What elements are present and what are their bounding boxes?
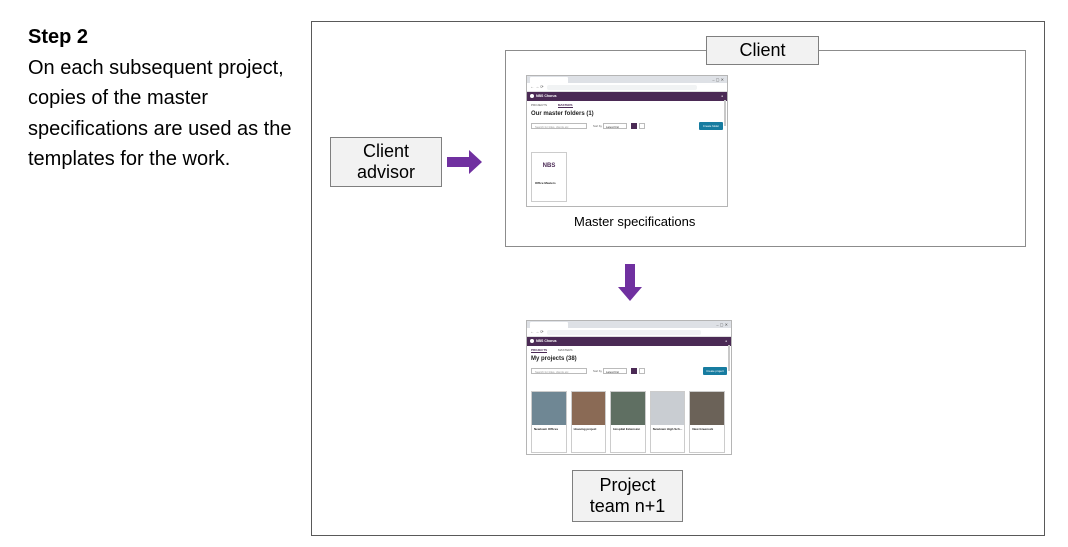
create-project-button: Create project [703,367,727,375]
client-advisor-line2: advisor [356,162,416,182]
browser-tabbar: – ▢ ✕ [527,76,727,83]
folder-name: Office Masters [535,181,556,185]
scrollbar [728,345,730,371]
app-subnav: PROJECTS MASTERS [527,101,727,109]
browser-urlbar: ← → ⟳ [527,328,731,337]
sort-select: Latest first [603,368,627,374]
project-image [571,392,606,425]
search-input: Search for titles, clients etc [531,123,587,129]
project-card: Housing project [570,391,607,453]
client-advisor-line1: Client [362,141,410,161]
projects-screenshot: – ▢ ✕ ← → ⟳ NBS Chorus ● PROJECTS MASTER… [526,320,732,455]
step-description: Step 2 On each subsequent project, copie… [28,22,298,175]
tab-projects: PROJECTS [531,103,548,107]
project-card: New Greenock [689,391,725,453]
app-bar: NBS Chorus ● [527,92,727,101]
app-bar: NBS Chorus ● [527,337,731,346]
projects-toolbar: Search for titles, clients etc Sort by L… [527,367,731,377]
master-toolbar: Search for titles, clients etc Sort by L… [527,122,727,132]
project-team-label: Project team n+1 [572,470,683,522]
project-image [611,392,645,425]
sort-label: Sort by [593,369,602,373]
user-menu-icon: ● [721,94,723,98]
project-card: Hospital Extension [610,391,646,453]
arrow-right-icon [447,150,482,174]
client-label-text: Client [739,40,786,60]
folder-card: NBS Office Masters [531,152,567,202]
window-controls: – ▢ ✕ [716,322,728,327]
url-field [547,329,701,335]
sort-select: Latest first [603,123,627,129]
client-advisor-label: Client advisor [330,137,442,187]
client-label: Client [706,36,819,65]
app-name: NBS Chorus [536,94,557,98]
browser-tab [530,77,568,83]
project-team-line2: team n+1 [589,496,666,516]
grid-view-icon [631,123,637,129]
project-image [532,392,566,425]
tab-projects: PROJECTS [531,348,548,353]
nbs-logo-text: NBS [542,162,556,169]
browser-tabbar: – ▢ ✕ [527,321,731,328]
step-body: On each subsequent project, copies of th… [28,56,292,171]
user-menu-icon: ● [725,339,727,343]
app-subnav: PROJECTS MASTERS [527,346,731,354]
project-image [690,392,724,425]
nav-arrows-icon: ← → ⟳ [530,329,544,334]
nbs-logo-icon: NBS [532,153,566,179]
project-image [650,392,685,425]
url-field [547,84,697,90]
project-card: Newtown High Sch... [649,391,686,453]
search-input: Search for titles, clients etc [531,368,587,374]
app-logo-icon [530,339,534,343]
tab-masters: MASTERS [557,103,573,108]
project-name: Newtown High Sch... [652,427,683,431]
list-view-icon [639,123,645,129]
master-specifications-screenshot: – ▢ ✕ ← → ⟳ NBS Chorus ● PROJECTS MASTER… [526,75,728,207]
app-logo-icon [530,94,534,98]
nav-arrows-icon: ← → ⟳ [530,84,544,89]
browser-urlbar: ← → ⟳ [527,83,727,92]
project-name: New Greenock [692,427,714,431]
master-heading: Our master folders (1) [531,111,594,117]
projects-heading: My projects (38) [531,356,577,362]
project-cards: Newtown Offices Housing project Hospital… [531,391,725,453]
project-name: Hospital Extension [613,427,641,431]
sort-label: Sort by [593,124,602,128]
tab-masters: MASTERS [558,348,573,352]
app-name: NBS Chorus [536,339,557,343]
project-name: Housing project [573,427,597,431]
outer-frame [311,21,1045,536]
window-controls: – ▢ ✕ [712,77,724,82]
project-name: Newtown Offices [534,427,559,431]
project-card: Newtown Offices [531,391,567,453]
step-title: Step 2 [28,26,89,48]
browser-tab [530,322,568,328]
arrow-down-icon [618,264,642,301]
grid-view-icon [631,368,637,374]
list-view-icon [639,368,645,374]
create-folder-button: Create folder [699,122,723,130]
master-specifications-caption: Master specifications [574,214,696,229]
scrollbar [724,100,726,126]
project-team-line1: Project [599,475,656,495]
